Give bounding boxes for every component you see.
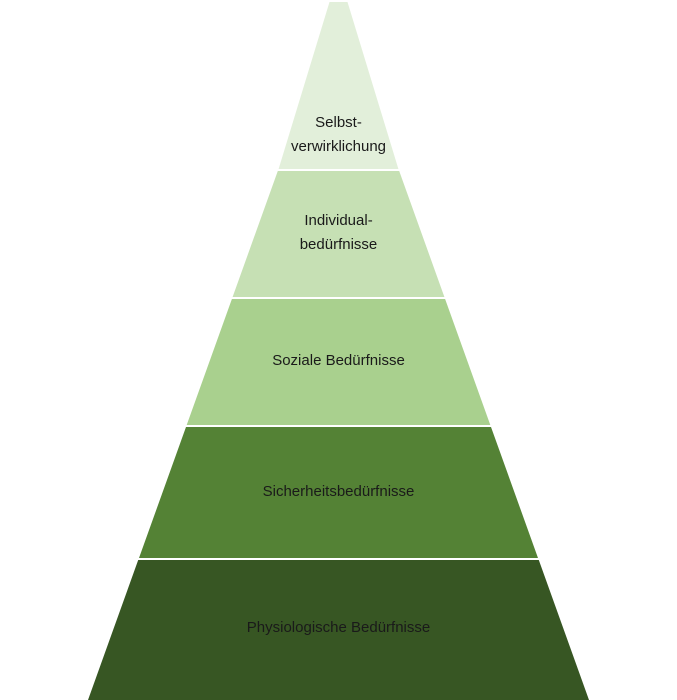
level-label-physiological-needs: Physiologische Bedürfnisse [247, 616, 430, 640]
level-label-line: Physiologische Bedürfnisse [246, 619, 431, 636]
level-label-line: bedürfnisse [299, 236, 378, 253]
level-label-social-needs: Soziale Bedürfnisse [272, 349, 405, 373]
pyramid-level-5 [88, 560, 589, 700]
level-label-line: Soziale Bedürfnisse [272, 352, 405, 369]
pyramid-level-3 [186, 299, 491, 425]
level-label-line: Individual- [304, 212, 373, 229]
level-label-line: verwirklichung [290, 138, 387, 155]
level-label-line: Sicherheitsbedürfnisse [262, 483, 415, 500]
level-label-self-actualization: Selbst- verwirklichung [291, 111, 386, 159]
pyramid-level-1 [278, 2, 399, 169]
level-label-individual-needs: Individual- bedürfnisse [300, 209, 378, 257]
pyramid-level-2 [232, 171, 445, 297]
level-label-safety-needs: Sicherheitsbedürfnisse [263, 480, 415, 504]
pyramid-level-4 [139, 427, 538, 558]
level-label-line: Selbst- [315, 114, 362, 131]
